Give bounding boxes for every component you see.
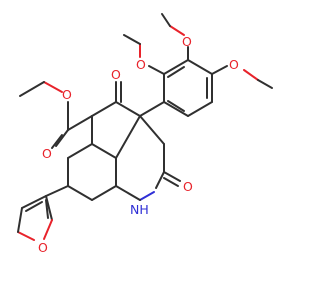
trimethoxyphenyl-ring <box>163 59 213 117</box>
ethyl-ester: O O <box>19 81 93 161</box>
right-methoxy: O <box>211 57 273 89</box>
o-right-methoxy-label: O <box>229 57 239 72</box>
o-lactam-label: O <box>183 179 193 194</box>
o-left-methoxy-label: O <box>136 57 146 72</box>
structure-svg: O O O O NH <box>17 13 273 255</box>
furan-ring: O <box>17 185 69 255</box>
o-ester-single-label: O <box>62 87 72 102</box>
lactam-carbonyl: O <box>163 171 193 194</box>
o-ester-carbonyl-label: O <box>42 146 52 161</box>
left-methoxy: O <box>123 34 165 75</box>
lactam-ring <box>115 115 165 201</box>
nh-label: NH <box>130 202 149 217</box>
o-ketone-label: O <box>111 67 121 82</box>
o-furan-label: O <box>38 240 48 255</box>
aryl-c4-bond <box>139 101 165 117</box>
cyclohexenone-ring <box>67 101 141 201</box>
top-methoxy: O <box>161 13 192 61</box>
ketone: O <box>111 67 122 103</box>
molecule-diagram: O O O O NH <box>17 13 273 255</box>
o-top-methoxy-label: O <box>182 34 192 49</box>
